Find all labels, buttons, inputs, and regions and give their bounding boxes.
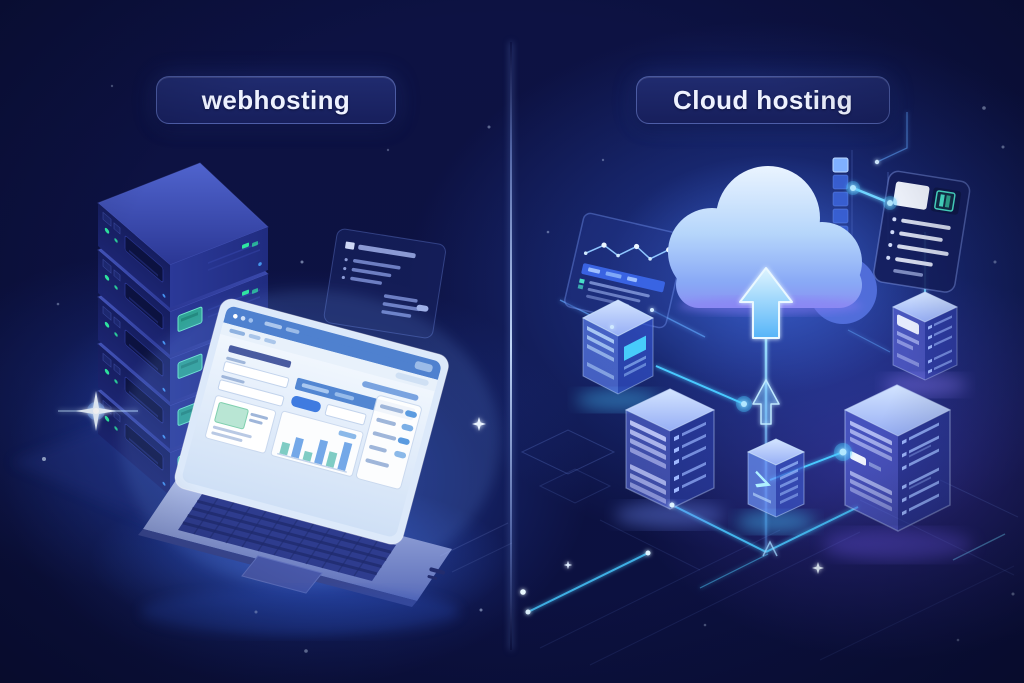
webhosting-label-text: webhosting bbox=[201, 84, 351, 115]
cloud-hosting-label-text: Cloud hosting bbox=[673, 84, 853, 115]
server-tower-right-icon bbox=[883, 291, 967, 396]
server-cube-small-icon bbox=[736, 438, 816, 533]
cloud-hosting-label: Cloud hosting bbox=[636, 76, 890, 124]
server-card-icon bbox=[873, 170, 971, 293]
right-section: Cloud hosting bbox=[512, 0, 1024, 683]
server-cube-icon bbox=[576, 299, 660, 411]
server-tower-left-icon bbox=[615, 388, 725, 528]
left-section: webhosting bbox=[12, 76, 512, 653]
server-tower-big-icon bbox=[823, 384, 973, 561]
divider-line bbox=[510, 42, 512, 650]
webhosting-label: webhosting bbox=[156, 76, 396, 124]
